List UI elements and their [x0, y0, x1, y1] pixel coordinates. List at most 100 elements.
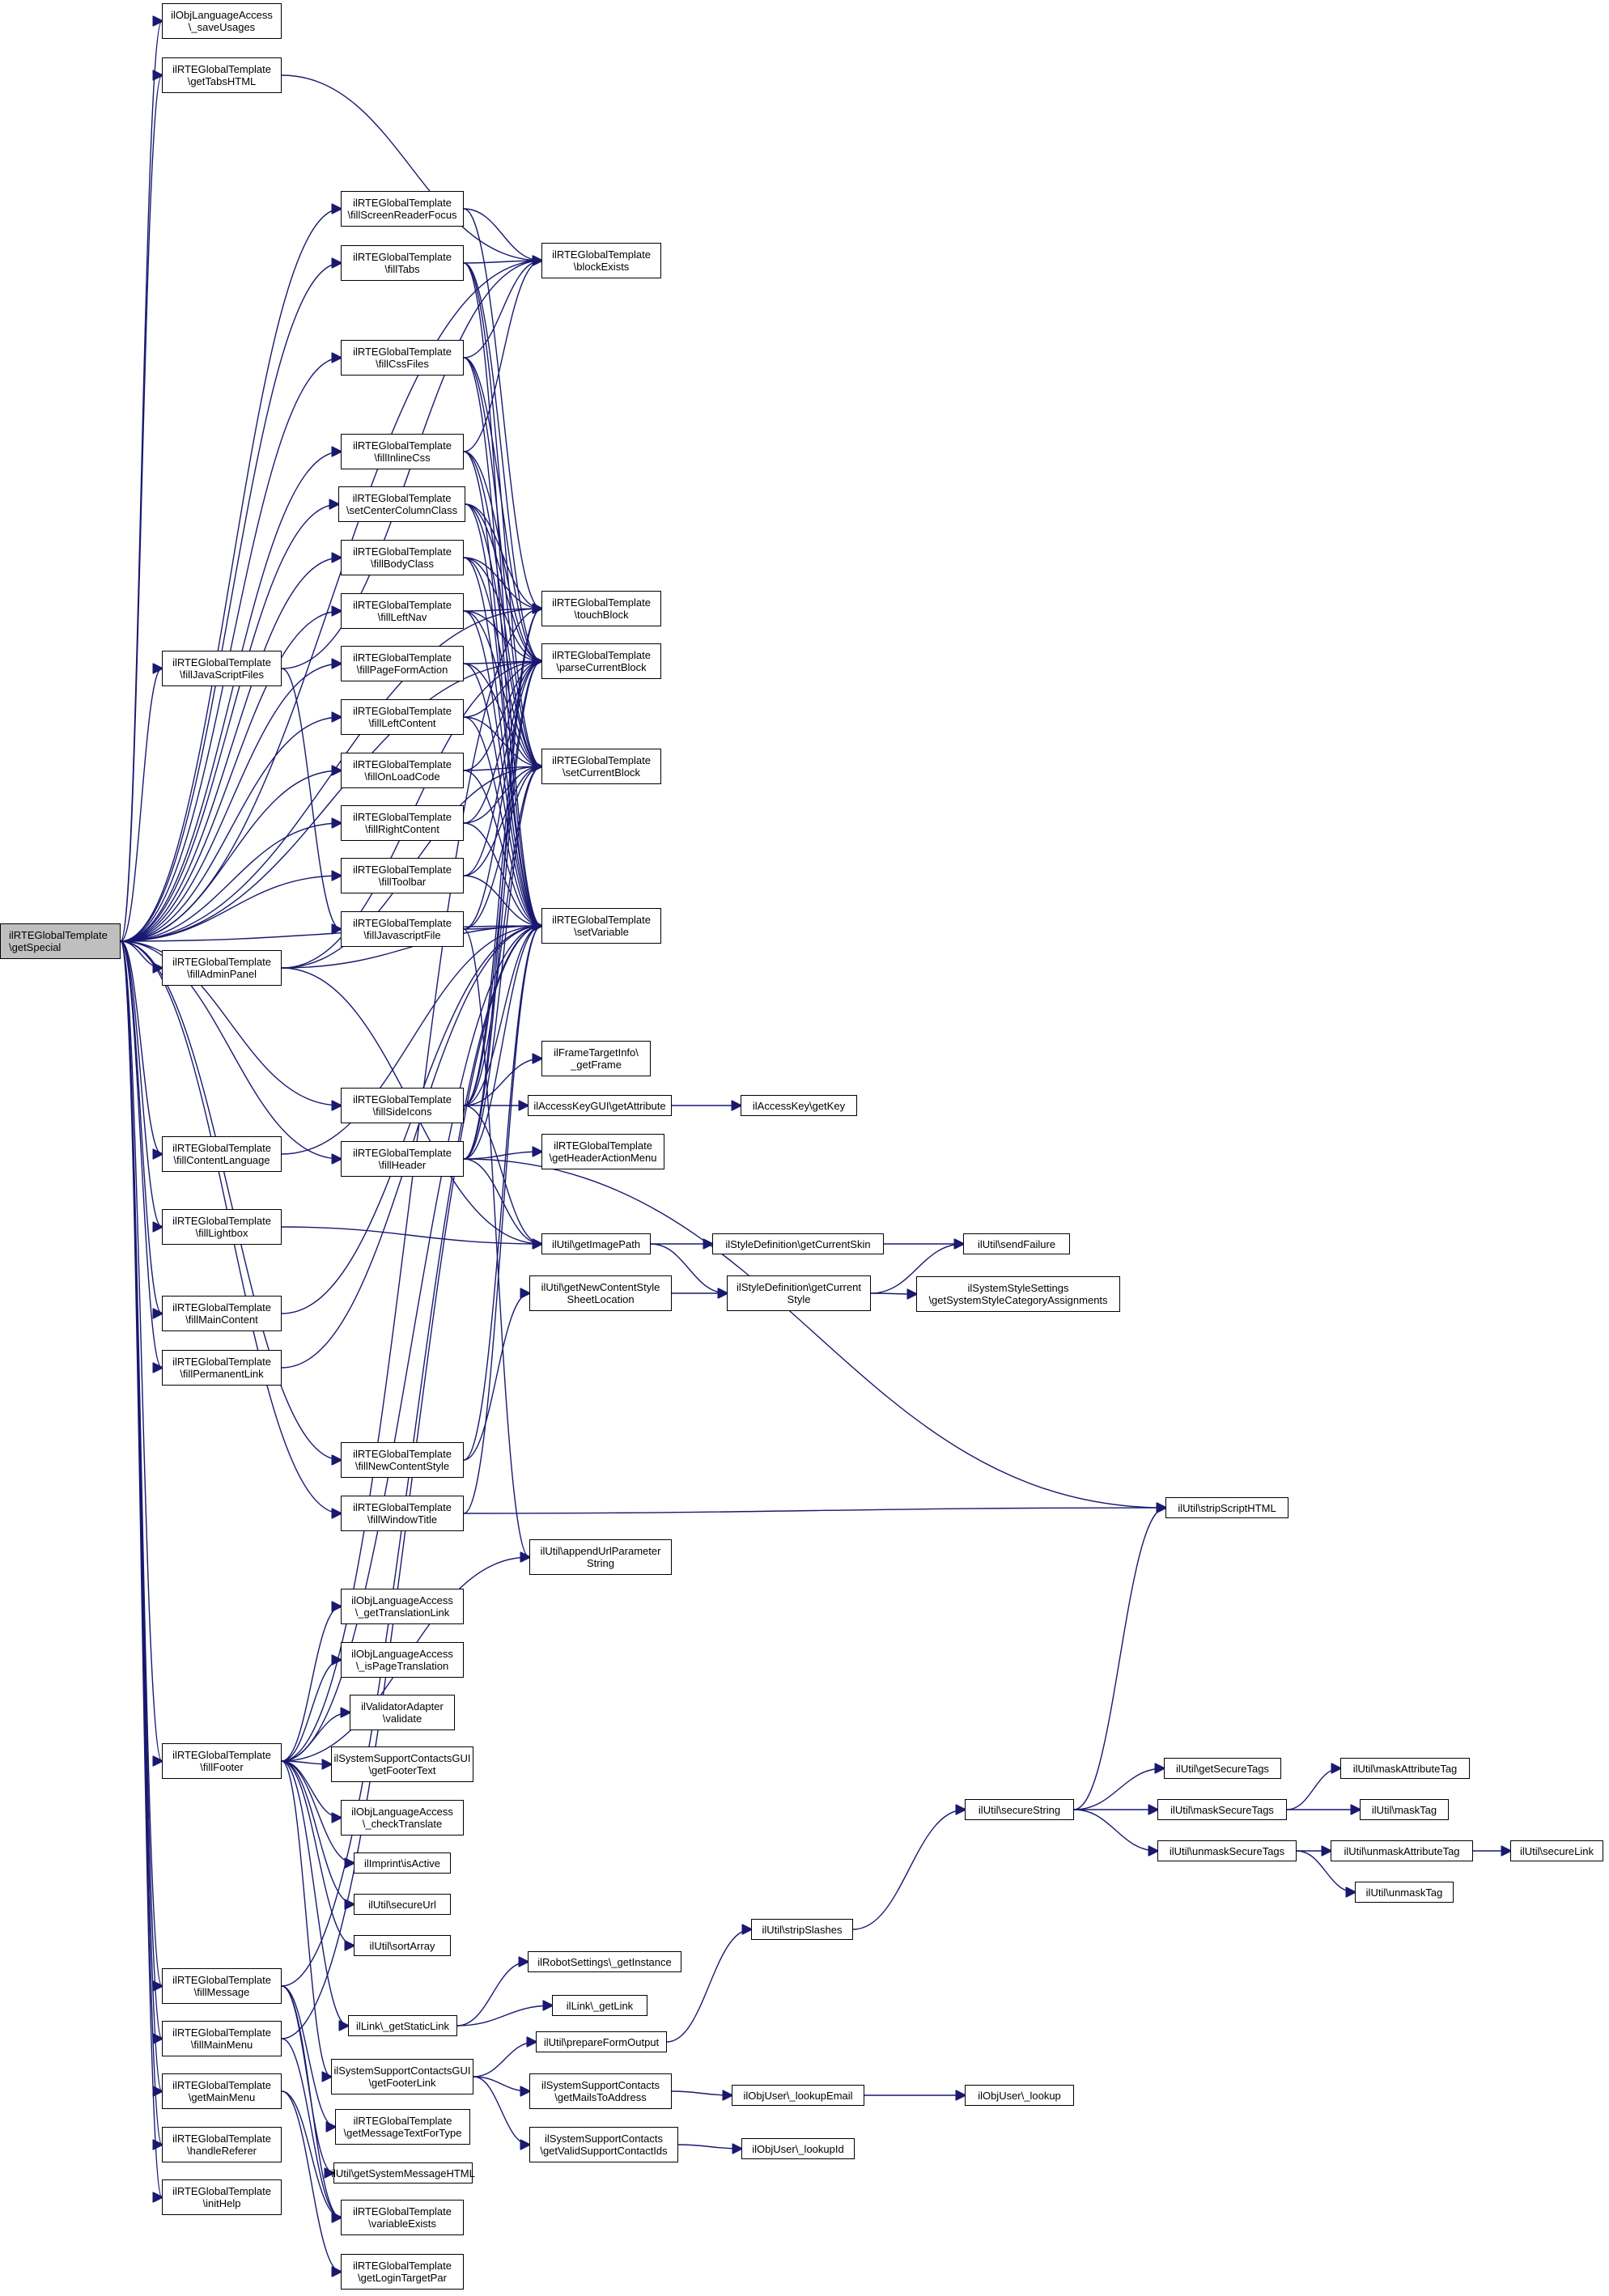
node-getmailstoaddress[interactable]: ilSystemSupportContacts\getMailsToAddres…: [529, 2073, 672, 2109]
node-securestring[interactable]: ilUtil\secureString: [965, 1799, 1074, 1820]
node-getlogintargetpar[interactable]: ilRTEGlobalTemplate\getLoginTargetPar: [341, 2254, 464, 2290]
edge-getSpecial-to-fillOnLoadCode: [120, 770, 341, 942]
node-maskattributetag[interactable]: ilUtil\maskAttributeTag: [1340, 1758, 1470, 1779]
node-filladminpanel[interactable]: ilRTEGlobalTemplate\fillAdminPanel: [162, 950, 282, 986]
node-label-line: \fillBodyClass: [370, 558, 435, 570]
node-getsystemstylecategoryassignments[interactable]: ilSystemStyleSettings\getSystemStyleCate…: [916, 1276, 1120, 1312]
node-checktranslate[interactable]: ilObjLanguageAccess\_checkTranslate: [341, 1800, 464, 1836]
node-fillleftcontent[interactable]: ilRTEGlobalTemplate\fillLeftContent: [341, 699, 464, 735]
node-secureurl[interactable]: ilUtil\secureUrl: [354, 1894, 451, 1915]
node-getmessagetextfortype[interactable]: ilRTEGlobalTemplate\getMessageTextForTyp…: [335, 2109, 470, 2145]
node-filltoolbar[interactable]: ilRTEGlobalTemplate\fillToolbar: [341, 858, 464, 893]
node-getframe[interactable]: ilFrameTargetInfo\_getFrame: [541, 1041, 651, 1076]
edge-getSpecial-to-fillPermanentLink: [120, 940, 162, 1368]
node-lookupid[interactable]: ilObjUser\_lookupId: [741, 2138, 855, 2159]
node-validate[interactable]: ilValidatorAdapter\validate: [350, 1695, 455, 1730]
node-getvalidsupportcontactids[interactable]: ilSystemSupportContacts\getValidSupportC…: [529, 2127, 678, 2162]
node-label-line: \fillScreenReaderFocus: [347, 209, 457, 221]
node-label-line: \_saveUsages: [188, 21, 256, 33]
node-getfooterlink[interactable]: ilSystemSupportContactsGUI\getFooterLink: [331, 2059, 473, 2094]
node-label-line: ilRTEGlobalTemplate: [552, 754, 651, 766]
node-fillmainmenu[interactable]: ilRTEGlobalTemplate\fillMainMenu: [162, 2021, 282, 2056]
node-masktag[interactable]: ilUtil\maskTag: [1360, 1799, 1449, 1820]
node-fillleftnav[interactable]: ilRTEGlobalTemplate\fillLeftNav: [341, 593, 464, 629]
node-label-line: ilRTEGlobalTemplate: [552, 649, 651, 661]
node-setcentercolumnclass[interactable]: ilRTEGlobalTemplate\setCenterColumnClass: [338, 486, 465, 522]
node-fillonloadcode[interactable]: ilRTEGlobalTemplate\fillOnLoadCode: [341, 753, 464, 788]
node-getfootertext[interactable]: ilSystemSupportContactsGUI\getFooterText: [331, 1746, 473, 1782]
node-label-line: \fillHeader: [378, 1159, 427, 1171]
node-isactive[interactable]: ilImprint\isActive: [354, 1853, 451, 1874]
node-label-line: ilFrameTargetInfo\: [554, 1046, 639, 1059]
node-getspecial[interactable]: ilRTEGlobalTemplate\getSpecial: [0, 923, 121, 959]
node-fillpermanentlink[interactable]: ilRTEGlobalTemplate\fillPermanentLink: [162, 1350, 282, 1386]
node-stripscripthtml[interactable]: ilUtil\stripScriptHTML: [1165, 1497, 1288, 1518]
node-securelink[interactable]: ilUtil\secureLink: [1510, 1840, 1603, 1861]
node-fillsideicons[interactable]: ilRTEGlobalTemplate\fillSideIcons: [341, 1088, 464, 1123]
node-unmasksecuretags[interactable]: ilUtil\unmaskSecureTags: [1157, 1840, 1297, 1861]
node-fillpageformaction[interactable]: ilRTEGlobalTemplate\fillPageFormAction: [341, 646, 464, 681]
edge-fillFooter-to-getStaticLink: [281, 1760, 348, 2026]
node-objlookup[interactable]: ilObjUser\_lookup: [965, 2085, 1074, 2106]
node-fillmaincontent[interactable]: ilRTEGlobalTemplate\fillMainContent: [162, 1296, 282, 1331]
node-fillinlinecss[interactable]: ilRTEGlobalTemplate\fillInlineCss: [341, 434, 464, 469]
node-getmainmenu[interactable]: ilRTEGlobalTemplate\getMainMenu: [162, 2073, 282, 2109]
node-getattribute[interactable]: ilAccessKeyGUI\getAttribute: [528, 1095, 672, 1116]
node-inithelp[interactable]: ilRTEGlobalTemplate\initHelp: [162, 2179, 282, 2215]
edge-getSpecial-to-fillJavaScriptFiles: [120, 668, 162, 942]
node-setvariable[interactable]: ilRTEGlobalTemplate\setVariable: [541, 908, 661, 944]
node-label-line: ilObjLanguageAccess: [351, 1648, 453, 1660]
edge-fillHeader-to-setCurrentBlock: [463, 766, 541, 1160]
node-handlereferer[interactable]: ilRTEGlobalTemplate\handleReferer: [162, 2127, 282, 2162]
node-ispagetranslation[interactable]: ilObjLanguageAccess\_isPageTranslation: [341, 1642, 464, 1678]
edge-getSpecial-to-fillNewContentStyle: [120, 940, 341, 1460]
node-label-line: \fillCssFiles: [376, 358, 429, 370]
node-touchblock[interactable]: ilRTEGlobalTemplate\touchBlock: [541, 591, 661, 626]
node-label-line: String: [587, 1557, 614, 1569]
node-blockexists[interactable]: ilRTEGlobalTemplate\blockExists: [541, 243, 661, 278]
node-getcurrentskin[interactable]: ilStyleDefinition\getCurrentSkin: [712, 1233, 884, 1254]
node-filljavascriptfile[interactable]: ilRTEGlobalTemplate\fillJavascriptFile: [341, 911, 464, 947]
node-getimagepath[interactable]: ilUtil\getImagePath: [541, 1233, 651, 1254]
node-unmasktag[interactable]: ilUtil\unmaskTag: [1355, 1882, 1454, 1903]
node-filljavascriptfiles[interactable]: ilRTEGlobalTemplate\fillJavaScriptFiles: [162, 651, 282, 686]
node-filltabs[interactable]: ilRTEGlobalTemplate\fillTabs: [341, 245, 464, 281]
edge-getMainMenu-to-getLoginTargetPar: [281, 2090, 341, 2272]
node-masksecuretags[interactable]: ilUtil\maskSecureTags: [1157, 1799, 1287, 1820]
node-variableexists[interactable]: ilRTEGlobalTemplate\variableExists: [341, 2200, 464, 2235]
node-sendfailure[interactable]: ilUtil\sendFailure: [963, 1233, 1070, 1254]
node-gettranslationlink[interactable]: ilObjLanguageAccess\_getTranslationLink: [341, 1589, 464, 1624]
node-stripslashes[interactable]: ilUtil\stripSlashes: [751, 1919, 853, 1940]
node-fillbodyclass[interactable]: ilRTEGlobalTemplate\fillBodyClass: [341, 540, 464, 575]
node-setcurrentblock[interactable]: ilRTEGlobalTemplate\setCurrentBlock: [541, 749, 661, 784]
node-gettabshtml[interactable]: ilRTEGlobalTemplate\getTabsHTML: [162, 57, 282, 93]
node-fillfooter[interactable]: ilRTEGlobalTemplate\fillFooter: [162, 1743, 282, 1779]
node-getheaderactionmenu[interactable]: ilRTEGlobalTemplate\getHeaderActionMenu: [541, 1134, 664, 1169]
edge-secureString-to-unmaskSecureTags: [1073, 1809, 1157, 1851]
node-sortarray[interactable]: ilUtil\sortArray: [354, 1935, 451, 1956]
node-fillscreenreaderfocus[interactable]: ilRTEGlobalTemplate\fillScreenReaderFocu…: [341, 191, 464, 227]
node-fillrightcontent[interactable]: ilRTEGlobalTemplate\fillRightContent: [341, 805, 464, 841]
node-robotgetinstance[interactable]: ilRobotSettings\_getInstance: [528, 1951, 681, 1972]
node-getsystemmessagehtml[interactable]: ilUtil\getSystemMessageHTML: [331, 2162, 475, 2184]
node-fillnewcontentstyle[interactable]: ilRTEGlobalTemplate\fillNewContentStyle: [341, 1442, 464, 1478]
node-fillcssfiles[interactable]: ilRTEGlobalTemplate\fillCssFiles: [341, 340, 464, 376]
node-fillmessage[interactable]: ilRTEGlobalTemplate\fillMessage: [162, 1968, 282, 2004]
node-getsecuretags[interactable]: ilUtil\getSecureTags: [1164, 1758, 1281, 1779]
node-fillcontentlanguage[interactable]: ilRTEGlobalTemplate\fillContentLanguage: [162, 1136, 282, 1172]
node-filllightbox[interactable]: ilRTEGlobalTemplate\fillLightbox: [162, 1209, 282, 1245]
node-prepareformoutput[interactable]: ilUtil\prepareFormOutput: [536, 2031, 667, 2052]
node-unmaskattributetag[interactable]: ilUtil\unmaskAttributeTag: [1331, 1840, 1473, 1861]
node-saveusages[interactable]: ilObjLanguageAccess\_saveUsages: [162, 3, 282, 39]
node-parsecurrentblock[interactable]: ilRTEGlobalTemplate\parseCurrentBlock: [541, 643, 661, 679]
edge-maskSecureTags-to-maskAttributeTag: [1286, 1768, 1340, 1810]
node-fillheader[interactable]: ilRTEGlobalTemplate\fillHeader: [341, 1141, 464, 1177]
node-fillwindowtitle[interactable]: ilRTEGlobalTemplate\fillWindowTitle: [341, 1496, 464, 1531]
node-getlink[interactable]: ilLink\_getLink: [552, 1995, 647, 2016]
node-getstaticlink[interactable]: ilLink\_getStaticLink: [348, 2015, 457, 2036]
node-lookupemail[interactable]: ilObjUser\_lookupEmail: [732, 2085, 864, 2106]
node-getkey[interactable]: ilAccessKey\getKey: [741, 1095, 857, 1116]
